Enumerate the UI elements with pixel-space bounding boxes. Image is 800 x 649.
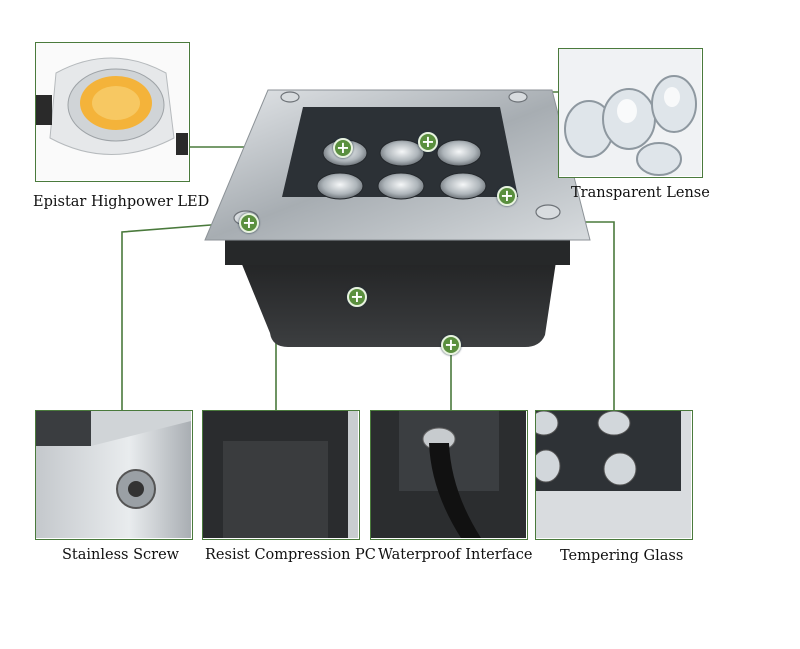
inset-pc-image (202, 410, 360, 540)
plus-icon[interactable]: + (333, 138, 353, 158)
inset-led-image (35, 42, 190, 182)
plus-icon[interactable]: + (497, 186, 517, 206)
label-interface: Waterproof Interface (378, 547, 533, 563)
inset-glass-image (535, 410, 693, 540)
floodlight-product (204, 89, 591, 347)
plus-icon[interactable]: + (239, 213, 259, 233)
inset-lens-image (558, 48, 703, 178)
plus-icon[interactable]: + (418, 132, 438, 152)
label-pc: Resist Compression PC (205, 547, 376, 563)
plus-icon[interactable]: + (347, 287, 367, 307)
label-glass: Tempering Glass (560, 548, 684, 564)
label-screw: Stainless Screw (62, 547, 180, 563)
inset-interface-image (370, 410, 528, 540)
label-lens: Transparent Lense (571, 185, 710, 201)
label-led: Epistar Highpower LED (33, 194, 210, 210)
plus-icon[interactable]: + (441, 335, 461, 355)
inset-screw-image (35, 410, 193, 540)
